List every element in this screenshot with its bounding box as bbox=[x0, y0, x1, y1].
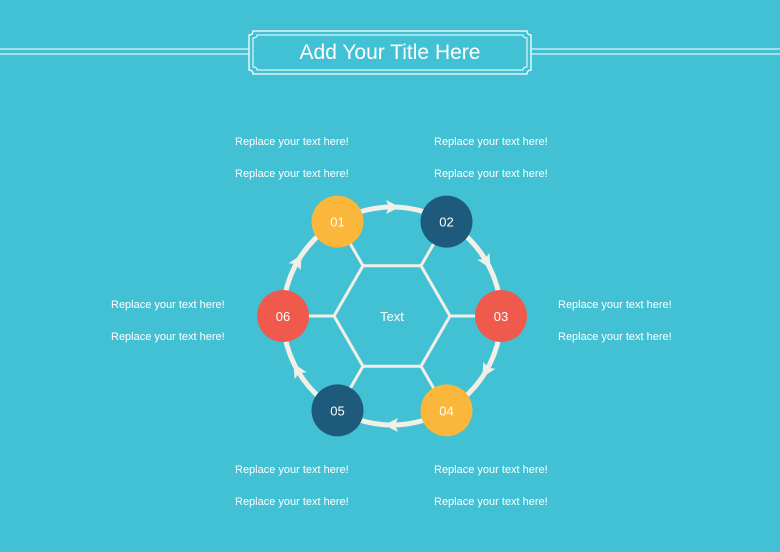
text-top-right-1: Replace your text here! bbox=[434, 136, 548, 148]
step-node-label-2: 02 bbox=[439, 215, 453, 230]
step-node-circle-6 bbox=[257, 290, 309, 342]
text-bottom-right-2: Replace your text here! bbox=[434, 496, 548, 508]
cycle-arrow-6 bbox=[288, 254, 302, 271]
step-node-circle-1 bbox=[311, 195, 364, 248]
step-node-label-6: 06 bbox=[276, 309, 290, 324]
title-frame bbox=[248, 30, 532, 75]
step-node-circle-2 bbox=[420, 195, 473, 248]
step-node-6: 06 bbox=[257, 290, 309, 342]
cycle-arrow-3 bbox=[482, 361, 496, 378]
center-hexagon bbox=[332, 264, 452, 368]
step-node-label-4: 04 bbox=[439, 403, 453, 418]
step-node-circle-5 bbox=[311, 384, 364, 437]
step-node-label-1: 01 bbox=[330, 215, 344, 230]
text-mid-left-2: Replace your text here! bbox=[111, 331, 225, 343]
step-node-circle-3 bbox=[475, 290, 527, 342]
step-node-label-3: 03 bbox=[494, 309, 508, 324]
text-bottom-left-1: Replace your text here! bbox=[235, 464, 349, 476]
spoke-4 bbox=[419, 365, 436, 391]
spoke-2 bbox=[419, 241, 436, 267]
header-lines bbox=[0, 48, 780, 55]
text-mid-right-2: Replace your text here! bbox=[558, 331, 672, 343]
spoke-1 bbox=[348, 241, 365, 267]
text-top-left-2: Replace your text here! bbox=[235, 168, 349, 180]
text-mid-left-1: Replace your text here! bbox=[111, 299, 225, 311]
text-mid-right-1: Replace your text here! bbox=[558, 299, 672, 311]
step-node-1: 01 bbox=[311, 195, 364, 248]
center-text: Text bbox=[380, 309, 404, 324]
step-node-4: 04 bbox=[420, 384, 473, 437]
cycle-arrow-2 bbox=[477, 252, 491, 269]
step-node-2: 02 bbox=[420, 195, 473, 248]
spokes bbox=[307, 241, 477, 391]
cycle-arrow-1 bbox=[386, 200, 400, 214]
cycle-arrow-4 bbox=[384, 418, 398, 432]
step-node-5: 05 bbox=[311, 384, 364, 437]
text-top-right-2: Replace your text here! bbox=[434, 168, 548, 180]
text-bottom-right-1: Replace your text here! bbox=[434, 464, 548, 476]
page-title: Add Your Title Here bbox=[299, 40, 481, 64]
step-node-3: 03 bbox=[475, 290, 527, 342]
text-bottom-left-2: Replace your text here! bbox=[235, 496, 349, 508]
spoke-5 bbox=[348, 365, 365, 391]
cycle-arrows bbox=[288, 200, 496, 432]
title-frame-inner bbox=[252, 34, 528, 71]
cycle-arrow-5 bbox=[293, 363, 307, 380]
step-node-label-5: 05 bbox=[330, 403, 344, 418]
cycle-nodes: 01 02 03 04 05 06 bbox=[257, 195, 527, 437]
text-top-left-1: Replace your text here! bbox=[235, 136, 349, 148]
step-node-circle-4 bbox=[420, 384, 473, 437]
